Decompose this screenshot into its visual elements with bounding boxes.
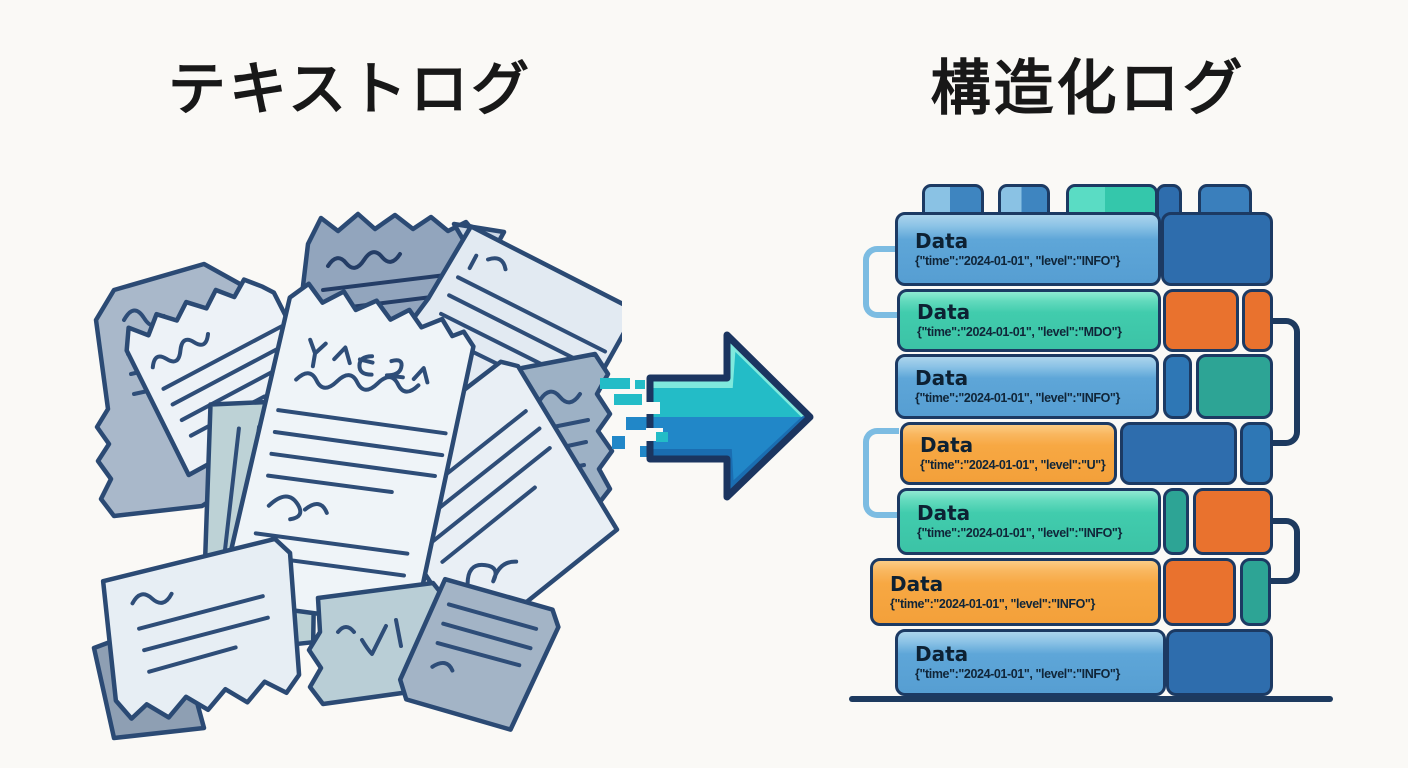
data-block-label: Data — [915, 642, 969, 666]
side-block — [1163, 289, 1239, 352]
pixel-arrow-right-icon — [600, 331, 814, 501]
side-block — [1120, 422, 1237, 485]
side-block — [1163, 558, 1236, 626]
data-block-json: {"time":"2024-01-01", "level":"INFO"} — [890, 596, 1095, 611]
data-block-json: {"time":"2024-01-01", "level":"INFO"} — [915, 391, 1120, 405]
side-block — [1163, 488, 1189, 555]
left-connector-bracket — [863, 246, 899, 318]
side-block — [1161, 212, 1273, 286]
right-connector-bracket — [1264, 518, 1300, 584]
data-block: Data {"time":"2024-01-01", "level":"INFO… — [895, 212, 1161, 286]
data-block-json: {"time":"2024-01-01", "level":"MDO"} — [917, 325, 1122, 339]
log-block-row: Data {"time":"2024-01-01", "level":"U"} — [855, 422, 1335, 485]
paper-sheet — [397, 576, 561, 732]
data-block-json: {"time":"2024-01-01", "level":"INFO"} — [917, 526, 1122, 540]
side-block — [1193, 488, 1273, 555]
structured-log-stack: Data {"time":"2024-01-01", "level":"INFO… — [849, 180, 1335, 712]
right-title-structured-log: 構造化ログ — [930, 54, 1246, 124]
paper-sheet — [100, 536, 302, 721]
right-connector-bracket — [1264, 318, 1300, 446]
data-block: Data {"time":"2024-01-01", "level":"INFO… — [870, 558, 1161, 626]
data-block-label: Data — [890, 571, 944, 596]
log-block-row: Data {"time":"2024-01-01", "level":"INFO… — [855, 354, 1335, 419]
data-block: Data {"time":"2024-01-01", "level":"U"} — [900, 422, 1117, 485]
left-connector-bracket — [863, 428, 899, 518]
log-block-row: Data {"time":"2024-01-01", "level":"INFO… — [855, 488, 1335, 555]
side-block — [1242, 289, 1273, 352]
data-block-label: Data — [917, 300, 971, 324]
data-block: Data {"time":"2024-01-01", "level":"MDO"… — [897, 289, 1161, 352]
log-block-row: Data {"time":"2024-01-01", "level":"INFO… — [855, 629, 1335, 696]
side-block — [1196, 354, 1273, 419]
ground-line — [849, 696, 1333, 702]
data-block: Data {"time":"2024-01-01", "level":"INFO… — [897, 488, 1161, 555]
data-block: Data {"time":"2024-01-01", "level":"INFO… — [895, 629, 1166, 696]
log-block-row: Data {"time":"2024-01-01", "level":"INFO… — [855, 558, 1335, 626]
data-block-label: Data — [915, 228, 969, 253]
data-block: Data {"time":"2024-01-01", "level":"INFO… — [895, 354, 1159, 419]
data-block-json: {"time":"2024-01-01", "level":"U"} — [920, 458, 1106, 472]
data-block-label: Data — [917, 501, 971, 525]
paper-pile-illustration — [91, 211, 622, 741]
log-block-row: Data {"time":"2024-01-01", "level":"MDO"… — [855, 289, 1335, 352]
side-block — [1240, 558, 1271, 626]
data-block-label: Data — [920, 433, 974, 457]
side-block — [1166, 629, 1273, 696]
side-block — [1240, 422, 1273, 485]
data-block-json: {"time":"2024-01-01", "level":"INFO"} — [915, 667, 1120, 681]
left-title-text-log: テキストログ — [167, 55, 533, 123]
data-block-label: Data — [915, 366, 969, 390]
log-block-row: Data {"time":"2024-01-01", "level":"INFO… — [855, 212, 1335, 286]
data-block-json: {"time":"2024-01-01", "level":"INFO"} — [915, 253, 1120, 268]
side-block — [1163, 354, 1192, 419]
